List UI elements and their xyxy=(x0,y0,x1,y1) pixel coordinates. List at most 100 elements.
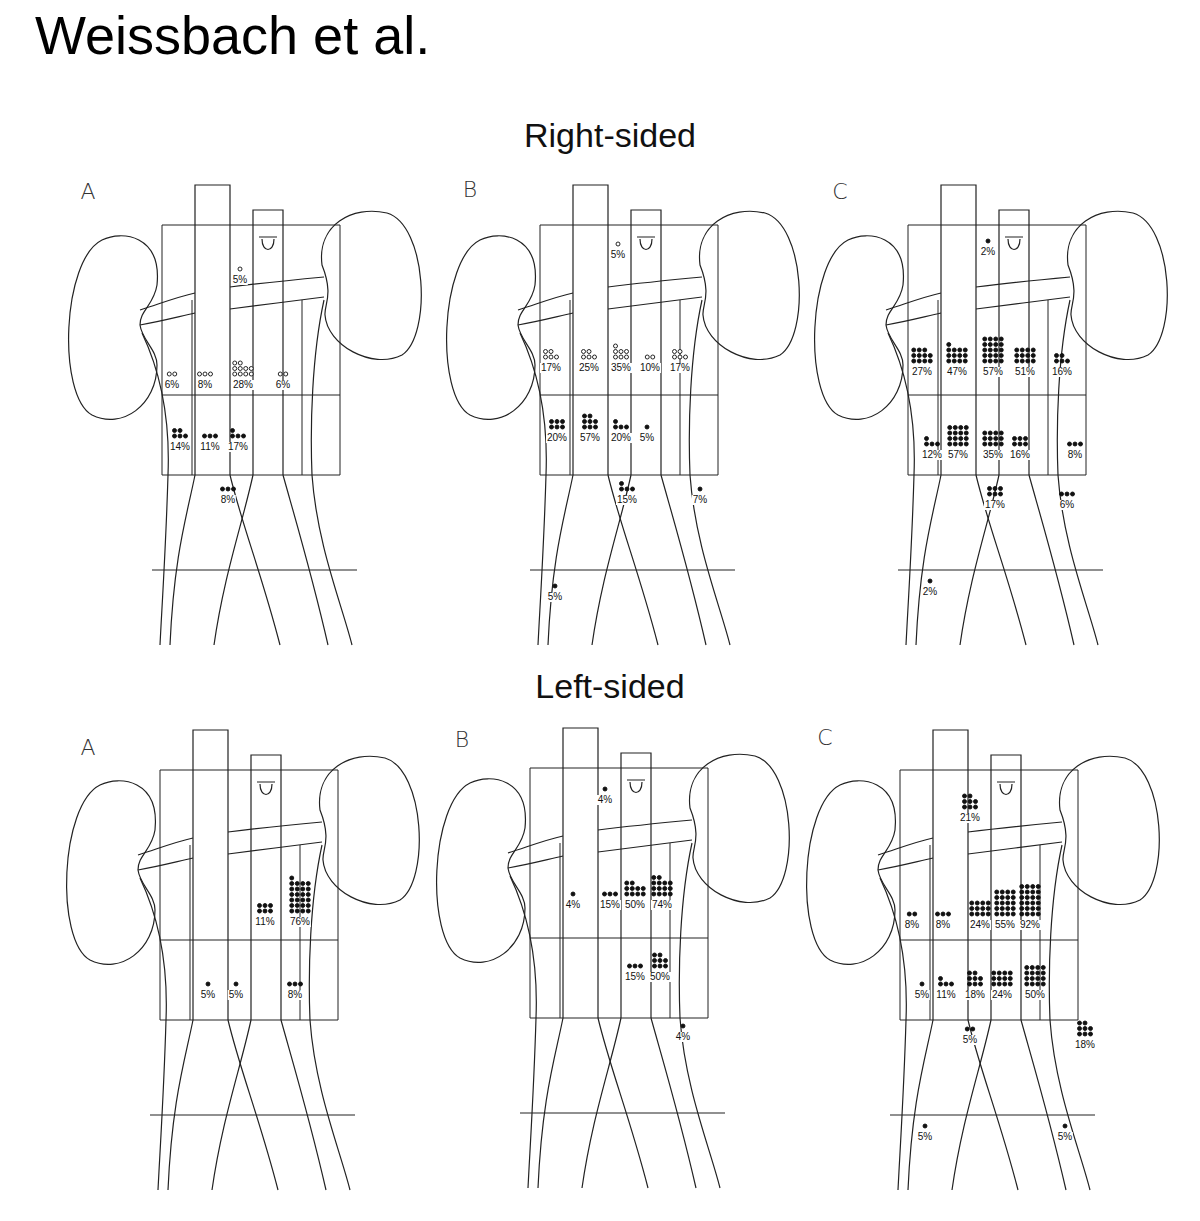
lymph-node-dot xyxy=(1031,896,1035,900)
lymph-node-dot xyxy=(263,909,267,913)
percentage-label: 10% xyxy=(639,363,661,373)
lymph-node-dot xyxy=(1006,912,1010,916)
lymph-node-dot xyxy=(258,904,262,908)
percentage-label: 5% xyxy=(547,592,563,602)
lymph-node-dot xyxy=(1031,885,1035,889)
lymph-node-dot xyxy=(301,887,305,891)
lymph-node-dot xyxy=(233,372,237,376)
lymph-node-dot xyxy=(1030,971,1034,975)
lymph-node-dot xyxy=(1079,442,1083,446)
lymph-node-dot xyxy=(293,982,297,986)
lymph-node-dot xyxy=(964,437,968,441)
right-renal-vessel xyxy=(140,293,195,325)
lymph-node-dot xyxy=(553,584,557,588)
lymph-node-dot xyxy=(1024,437,1028,441)
lymph-node-dot xyxy=(1011,890,1015,894)
lymph-node-dot xyxy=(1003,977,1007,981)
lymph-node-dot xyxy=(981,907,985,911)
lymph-node-dot xyxy=(681,1024,685,1028)
lymph-node-dot xyxy=(1013,437,1017,441)
vena-cava xyxy=(195,185,230,475)
lymph-node-dot xyxy=(997,982,1001,986)
percentage-label: 50% xyxy=(624,900,646,910)
lymph-node-dot xyxy=(986,901,990,905)
lymph-node-dot xyxy=(939,977,943,981)
lymph-node-dot xyxy=(994,359,998,363)
lymph-node-dot xyxy=(658,953,662,957)
lymph-node-dot xyxy=(619,425,623,429)
lymph-node-dot xyxy=(958,348,962,352)
lymph-node-dot xyxy=(242,434,246,438)
lymph-node-dot xyxy=(249,372,253,376)
lymph-node-dot xyxy=(923,354,927,358)
lymph-node-dot xyxy=(997,977,1001,981)
lymph-node-dot xyxy=(630,887,634,891)
lymph-node-dot xyxy=(988,442,992,446)
percentage-label: 92% xyxy=(1019,920,1041,930)
aorta xyxy=(631,210,661,475)
lymph-node-dot xyxy=(1025,971,1029,975)
aorta xyxy=(991,755,1021,1020)
lymph-node-dot xyxy=(959,442,963,446)
lymph-node-dot xyxy=(923,1124,927,1128)
percentage-label: 5% xyxy=(639,433,655,443)
lymph-node-dot xyxy=(947,354,951,358)
percentage-label: 74% xyxy=(651,900,673,910)
lymph-node-dot xyxy=(1030,966,1034,970)
lymph-node-dot xyxy=(651,355,655,359)
lymph-node-dot xyxy=(958,354,962,358)
lymph-node-dot xyxy=(1063,1124,1067,1128)
lymph-node-dot xyxy=(964,431,968,435)
left-renal-vessel xyxy=(968,822,1062,854)
lymph-node-dot xyxy=(953,431,957,435)
lymph-node-dot xyxy=(1020,354,1024,358)
lymph-node-dot xyxy=(988,343,992,347)
lymph-node-dot xyxy=(994,337,998,341)
lymph-node-dot xyxy=(1065,492,1069,496)
lymph-node-dot xyxy=(571,892,575,896)
lymph-node-dot xyxy=(244,367,248,371)
right-kidney xyxy=(67,781,156,965)
lymph-node-dot xyxy=(959,426,963,430)
lymph-node-dot xyxy=(975,907,979,911)
anatomy-panel xyxy=(69,185,422,645)
lymph-node-dot xyxy=(549,355,553,359)
right-renal-vessel xyxy=(878,838,933,870)
lymph-node-dot xyxy=(1003,982,1007,986)
lymph-node-dot xyxy=(657,887,661,891)
lymph-node-dot xyxy=(658,964,662,968)
lymph-node-dot xyxy=(1020,901,1024,905)
lymph-node-dot xyxy=(306,904,310,908)
vena-cava xyxy=(563,728,598,1018)
lymph-node-dot xyxy=(947,343,951,347)
lymph-node-dot xyxy=(583,414,587,418)
percentage-label: 27% xyxy=(911,367,933,377)
lymph-node-dot xyxy=(178,434,182,438)
iliac-artery xyxy=(952,1020,1066,1190)
lymph-node-dot xyxy=(923,348,927,352)
percentage-label: 47% xyxy=(946,367,968,377)
lymph-node-dot xyxy=(959,431,963,435)
lymph-node-dot xyxy=(986,239,990,243)
percentage-label: 50% xyxy=(1024,990,1046,1000)
lymph-node-dot xyxy=(1031,348,1035,352)
lymph-node-dot xyxy=(269,909,273,913)
lymph-node-dot xyxy=(983,343,987,347)
lymph-node-dot xyxy=(1006,896,1010,900)
lymph-node-dot xyxy=(544,355,548,359)
pelvic-line xyxy=(150,1114,355,1115)
lymph-node-dot xyxy=(244,372,248,376)
lymph-node-dot xyxy=(236,434,240,438)
panel-letter: B xyxy=(463,179,477,201)
lymph-node-dot xyxy=(917,359,921,363)
left-kidney xyxy=(1068,211,1168,359)
lymph-node-dot xyxy=(974,805,978,809)
lymph-node-dot xyxy=(614,892,618,896)
lymph-node-dot xyxy=(652,887,656,891)
right-ureter xyxy=(520,333,546,645)
lymph-node-dot xyxy=(1060,354,1064,358)
lymph-node-dot xyxy=(625,487,629,491)
lymph-node-dot xyxy=(653,964,657,968)
lymph-node-dot xyxy=(630,892,634,896)
lymph-node-dot xyxy=(959,437,963,441)
